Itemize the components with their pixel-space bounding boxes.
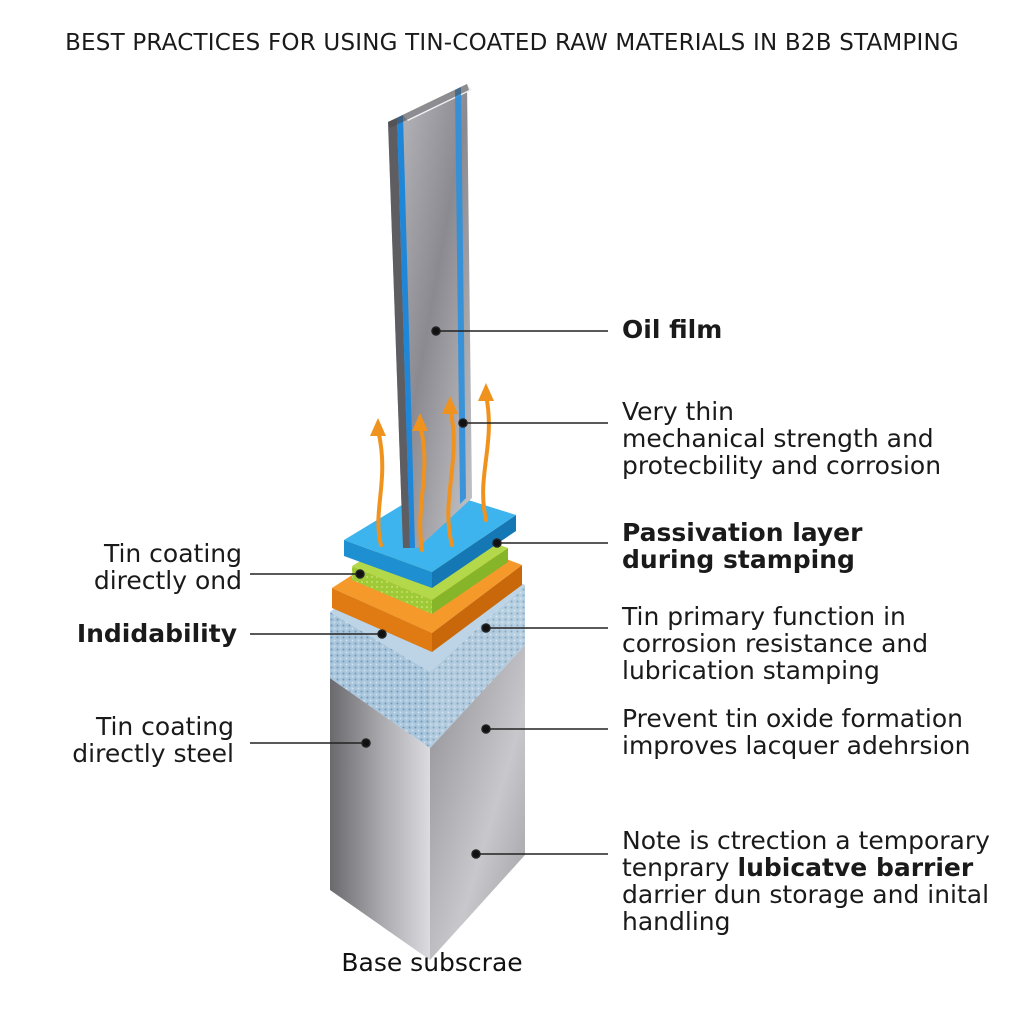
base-substrate-label: Base subscrae <box>341 948 523 977</box>
label-tin-primary-line1: Tin primary function in <box>622 602 906 631</box>
steel-strip-blade <box>388 84 472 548</box>
label-oil-film-text: Oil film <box>622 315 723 344</box>
label-note-line3: darrier dun storage and inital <box>622 880 990 909</box>
label-tin-coating-ond-line1: Tin coating <box>103 539 242 568</box>
label-tin-coating-steel: Tin coating directly steel <box>72 713 234 767</box>
label-tin-coating-ond: Tin coating directly ond <box>94 540 242 594</box>
label-tin-primary-line3: lubrication stamping <box>622 656 880 685</box>
label-tin-coating-steel-line1: Tin coating <box>95 712 234 741</box>
label-tin-primary: Tin primary function in corrosion resist… <box>622 603 928 684</box>
label-note-line1: Note is ctrection a temporary <box>622 826 990 855</box>
label-passivation: Passivation layer during stamping <box>622 519 862 573</box>
label-very-thin: Very thin mechanical strength and protec… <box>622 398 941 479</box>
label-note-line4: handling <box>622 907 731 936</box>
heat-arrows <box>376 393 491 552</box>
label-note: Note is ctrection a temporary tenprary l… <box>622 827 990 935</box>
label-note-line2-bold: lubicatve barrier <box>737 853 974 882</box>
label-passivation-line1: Passivation layer <box>622 518 863 547</box>
label-very-thin-line3: protecbility and corrosion <box>622 451 942 480</box>
diagram-title: BEST PRACTICES FOR USING TIN-COATED RAW … <box>65 30 959 56</box>
label-tin-coating-steel-line2: directly steel <box>72 739 234 768</box>
label-prevent-line1: Prevent tin oxide formation <box>622 704 964 733</box>
label-prevent-line2: improves lacquer adehrsion <box>622 731 971 760</box>
label-indidability: Indidability <box>77 620 237 647</box>
label-note-line2: tenprary lubicatve barrier <box>622 854 990 881</box>
label-tin-primary-line2: corrosion resistance and <box>622 629 929 658</box>
label-very-thin-line1: Very thin <box>622 397 734 426</box>
label-passivation-line2: during stamping <box>622 545 855 574</box>
label-very-thin-line2: mechanical strength and <box>622 424 934 453</box>
label-oil-film: Oil film <box>622 316 722 343</box>
leader-lines <box>250 326 608 859</box>
arrow-heads <box>370 383 494 436</box>
label-tin-coating-ond-line2: directly ond <box>93 566 242 595</box>
label-note-line2-plain: tenprary <box>622 853 738 882</box>
label-indidability-text: Indidability <box>76 619 237 648</box>
label-prevent: Prevent tin oxide formation improves lac… <box>622 705 970 759</box>
